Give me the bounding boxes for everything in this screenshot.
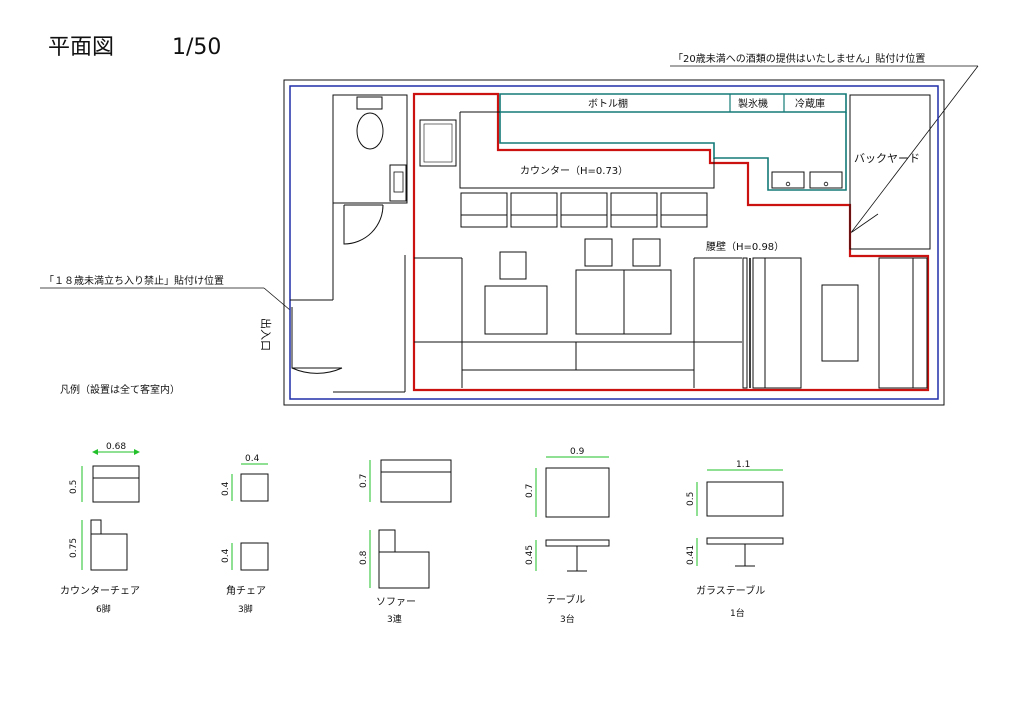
glass-table bbox=[821, 284, 859, 362]
table bbox=[623, 269, 672, 335]
dimension-height: 0.8 bbox=[359, 550, 369, 565]
cabinet-left-inner bbox=[423, 123, 453, 163]
alcohol-notice-label: 「20歳未満への酒類の提供はいたしません」貼付け位置 bbox=[673, 52, 925, 65]
ice-machine-label: 製氷機 bbox=[738, 97, 768, 110]
alcohol-notice-tick bbox=[851, 213, 879, 233]
glass-table-plan bbox=[706, 481, 784, 517]
far-right-sofa bbox=[878, 257, 928, 389]
table-elevation-top bbox=[545, 539, 610, 547]
glass-table-elevation-top bbox=[706, 537, 784, 545]
dimension-width: 0.9 bbox=[570, 447, 585, 457]
alcohol-notice-pointer bbox=[849, 65, 979, 235]
dimension-depth: 0.7 bbox=[359, 474, 369, 488]
bar-sink-2 bbox=[809, 171, 843, 189]
waist-wall bbox=[742, 257, 748, 389]
backyard-room bbox=[849, 94, 931, 250]
counter-chair bbox=[460, 192, 508, 228]
counter-label: カウンター（H=0.73） bbox=[520, 165, 628, 177]
sofa-elevation-back bbox=[378, 529, 396, 553]
bar-sink-1 bbox=[771, 171, 805, 189]
building-outline bbox=[283, 79, 945, 406]
page-title: 平面図 bbox=[48, 35, 114, 60]
dimension-height: 0.75 bbox=[69, 538, 79, 558]
legend-item-qty: 3台 bbox=[560, 613, 575, 625]
dimension-width: 0.68 bbox=[106, 442, 126, 452]
bar-sink-1-drain bbox=[785, 181, 791, 187]
legend-heading: 凡例（設置は全て客室内） bbox=[60, 383, 180, 396]
scale-label: 1/50 bbox=[172, 35, 221, 60]
square-chair-elevation bbox=[240, 542, 269, 571]
square-chair bbox=[499, 251, 527, 280]
toilet-door-swing bbox=[343, 204, 384, 245]
sofa-bank bbox=[414, 257, 742, 388]
legend-sofa: 0.7 0.8 ソファー 3連 bbox=[359, 459, 452, 625]
bottle-shelf-label: ボトル棚 bbox=[588, 97, 628, 110]
dimension-height: 0.4 bbox=[221, 548, 231, 563]
toilet-bowl bbox=[356, 112, 384, 150]
cabinet-left bbox=[419, 119, 457, 167]
toilet-tank bbox=[356, 96, 383, 110]
legend-item-qty: 3連 bbox=[387, 613, 402, 625]
legend-item-qty: 6脚 bbox=[96, 604, 111, 615]
dimension-depth: 0.4 bbox=[221, 481, 231, 496]
dimension-depth: 0.5 bbox=[686, 492, 696, 506]
counter-chair-elevation-back bbox=[90, 519, 102, 535]
legend-glass-table: 1.1 0.5 0.41 ガラステーブル 1台 bbox=[686, 460, 784, 619]
guest-area-boundary bbox=[412, 92, 930, 392]
premises-boundary bbox=[289, 85, 939, 400]
dimension-height: 0.41 bbox=[686, 545, 696, 565]
counter-chairs bbox=[460, 192, 708, 228]
waist-wall-label: 腰壁（H=0.98） bbox=[706, 240, 784, 253]
sofa-elevation bbox=[378, 551, 430, 589]
entrance-door-swing bbox=[291, 307, 343, 374]
counter-chair bbox=[610, 192, 658, 228]
entrance-label: 出入口 bbox=[259, 318, 273, 351]
counter-chair bbox=[510, 192, 558, 228]
dimension-width: 0.4 bbox=[245, 454, 260, 464]
dimension-depth: 0.5 bbox=[69, 480, 79, 494]
bar-back-counter bbox=[499, 112, 847, 191]
table bbox=[484, 285, 548, 335]
right-sofa bbox=[752, 257, 802, 389]
bar-sink-2-drain bbox=[823, 181, 829, 187]
legend-item-name: テーブル bbox=[546, 593, 585, 606]
legend-counter-chair: 0.68 0.5 0.75 カウンターチェア 6脚 bbox=[60, 442, 140, 615]
square-chair bbox=[584, 238, 613, 267]
wash-basin bbox=[389, 164, 407, 202]
legend-item-name: ソファー bbox=[376, 597, 416, 608]
legend-square-chair: 0.4 0.4 0.4 角チェア 3脚 bbox=[221, 454, 269, 615]
legend-item-name: カウンターチェア bbox=[60, 585, 140, 597]
toilet-room bbox=[332, 94, 408, 204]
dimension-depth: 0.7 bbox=[525, 484, 535, 498]
legend-table: 0.9 0.7 0.45 テーブル 3台 bbox=[525, 447, 610, 625]
legend-item-qty: 1台 bbox=[730, 607, 745, 619]
table-plan bbox=[545, 467, 610, 518]
wash-basin-bowl bbox=[393, 171, 404, 193]
legend-item-name: ガラステーブル bbox=[696, 584, 765, 597]
backyard-label: バックヤード bbox=[854, 152, 920, 165]
square-chair bbox=[632, 238, 661, 267]
counter-chair bbox=[660, 192, 708, 228]
counter-chair bbox=[560, 192, 608, 228]
minor-notice-label: 「１８歳未満立ち入り禁止」貼付け位置 bbox=[44, 274, 224, 287]
table bbox=[575, 269, 625, 335]
counter-chair-plan bbox=[92, 465, 140, 503]
minor-notice-pointer bbox=[263, 287, 291, 311]
dimension-height: 0.45 bbox=[525, 545, 535, 565]
counter-chair-elevation bbox=[90, 533, 128, 571]
fridge-label: 冷蔵庫 bbox=[795, 97, 825, 110]
legend-item-qty: 3脚 bbox=[238, 604, 253, 615]
sofa-plan bbox=[380, 459, 452, 503]
square-chair-plan bbox=[240, 473, 269, 502]
bar-counter bbox=[459, 112, 715, 189]
legend-item-name: 角チェア bbox=[226, 585, 266, 597]
dimension-width: 1.1 bbox=[736, 460, 750, 470]
